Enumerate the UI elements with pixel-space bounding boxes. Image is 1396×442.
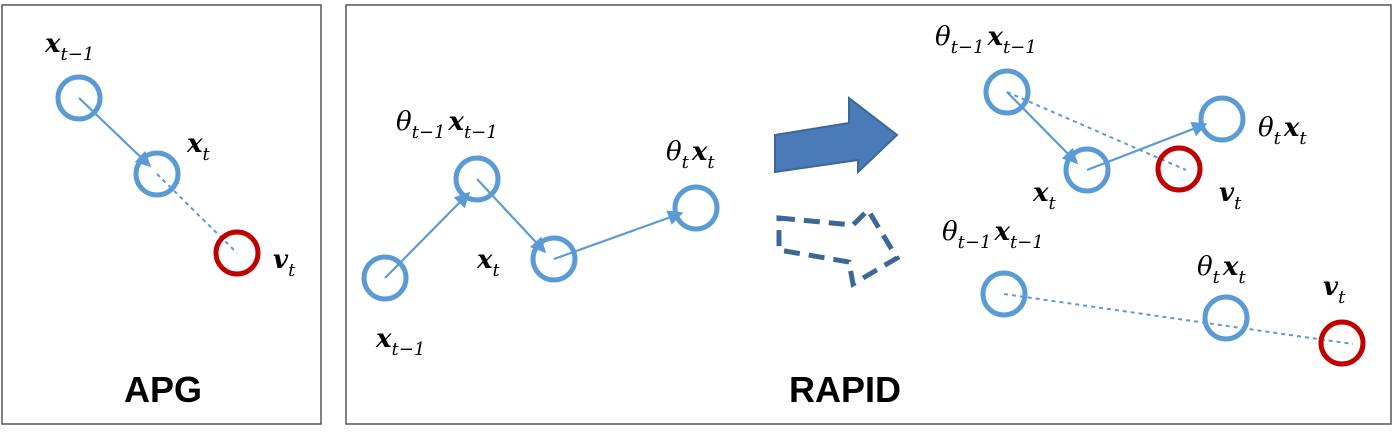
apg-edge-xprev-to-xt bbox=[78, 97, 152, 168]
rapid-left-node-theta-x-t bbox=[672, 184, 720, 232]
rapid-left-node-theta-x-t-minus-1 bbox=[453, 155, 501, 203]
rapid-left-node-x-t-minus-1 bbox=[361, 254, 409, 302]
rapid-lower-edge-dashed bbox=[1003, 293, 1354, 345]
apg-node-x-t-minus-1 bbox=[55, 74, 103, 122]
apg-panel: xt−1 xt vt APG bbox=[1, 4, 322, 425]
rapid-caption: RAPID bbox=[789, 369, 901, 410]
apg-node-x-t bbox=[133, 150, 181, 198]
rapid-upper-node-theta-x-t-minus-1 bbox=[983, 68, 1031, 116]
apg-label-x-t-minus-1: xt−1 bbox=[44, 29, 94, 65]
rapid-left-label-x-t-minus-1: xt−1 bbox=[375, 324, 425, 360]
dashed-transition-arrow bbox=[776, 205, 901, 288]
rapid-panel-frame bbox=[345, 4, 1392, 425]
apg-label-x-t: xt bbox=[186, 129, 211, 165]
rapid-lower-node-theta-x-t-minus-1 bbox=[980, 270, 1028, 318]
apg-caption: APG bbox=[124, 369, 202, 410]
rapid-left-node-x-t bbox=[530, 235, 578, 283]
rapid-lower-node-theta-x-t bbox=[1202, 294, 1250, 342]
rapid-left-edge-2 bbox=[476, 178, 547, 254]
solid-transition-arrow bbox=[774, 95, 899, 175]
rapid-upper-node-x-t bbox=[1063, 146, 1111, 194]
rapid-upper-label-v-t: vt bbox=[1219, 178, 1242, 214]
rapid-lower-label-v-t: vt bbox=[1323, 272, 1346, 308]
rapid-lower-node-v-t bbox=[1318, 319, 1366, 367]
rapid-left-label-x-t: xt bbox=[476, 245, 501, 281]
rapid-upper-edge-1 bbox=[1006, 91, 1079, 165]
apg-node-v-t bbox=[213, 229, 261, 277]
apg-label-v-t: vt bbox=[273, 245, 296, 281]
rapid-upper-node-v-t bbox=[1155, 145, 1203, 193]
apg-panel-frame bbox=[1, 4, 322, 425]
rapid-upper-node-theta-x-t bbox=[1198, 95, 1246, 143]
rapid-upper-edge-dashed bbox=[1006, 91, 1187, 171]
rapid-upper-label-x-t: xt bbox=[1032, 178, 1057, 214]
